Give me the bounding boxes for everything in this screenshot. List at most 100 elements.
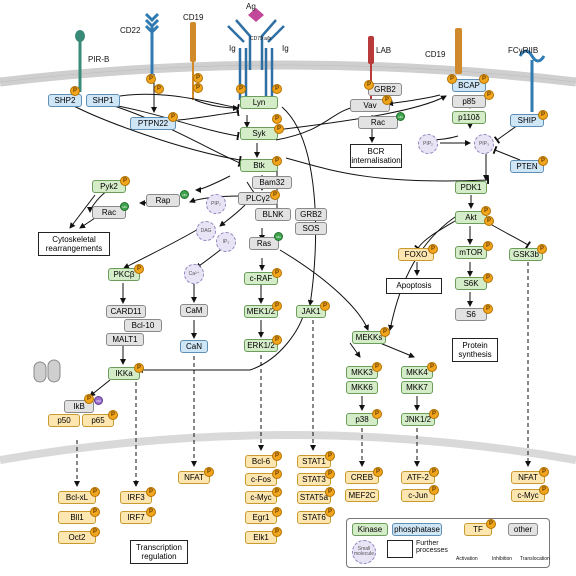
phospho-badge: P [481, 206, 491, 216]
ubiquitin-badge: Ubi [180, 190, 189, 199]
mekk-node: MEKKs [352, 331, 386, 344]
nfat-right-node: NFAT [511, 471, 545, 484]
phospho-badge: P [538, 110, 548, 120]
stat3-node: STAT3 [297, 473, 331, 486]
p50-node: p50 [48, 414, 80, 427]
ubiquitin-badge: Ubi [94, 396, 103, 405]
pip2-left-node: PIP₂ [206, 194, 226, 214]
mkk7-node: MKK7 [401, 381, 433, 394]
phospho-badge: P [146, 487, 156, 497]
atf2-node: ATF-2 [401, 471, 435, 484]
phospho-badge: P [325, 507, 335, 517]
gsk3b-node: GSK3b [509, 248, 543, 261]
ig-left-label: Ig [229, 44, 236, 53]
phospho-badge: P [108, 410, 118, 420]
phospho-badge: P [236, 84, 246, 94]
p38-node: p38 [346, 413, 378, 426]
bcr-internalisation-box: BCR internalisation [350, 144, 402, 168]
ikka-node: IKKa [108, 367, 140, 380]
phospho-badge: P [484, 90, 494, 100]
stat1-node: STAT1 [297, 455, 331, 468]
phospho-badge: P [272, 114, 282, 124]
pdk1-node: PDK1 [455, 181, 487, 194]
bll1-node: Bll1 [58, 511, 96, 524]
ca-node: Ca²⁺ [184, 264, 204, 284]
ubiquitin-badge: Ubi [396, 112, 405, 121]
phospho-badge: P [272, 451, 282, 461]
fcgr2b-receptor [518, 49, 546, 112]
rac-top-node: Rac [358, 116, 398, 129]
transcription-regulation-box: Transcription regulation [130, 540, 188, 564]
phospho-badge: P [272, 527, 282, 537]
stat5a-node: STAT5a [297, 491, 331, 504]
stat6-node: STAT6 [297, 511, 331, 524]
elk1-node: Elk1 [245, 531, 277, 544]
pir-b-label: PIR-B [88, 55, 110, 64]
phospho-badge: P [364, 80, 374, 90]
bcl6-node: Bcl-6 [245, 455, 277, 468]
s6k-node: S6K [455, 277, 487, 290]
can-node: CaN [180, 340, 208, 353]
phospho-badge: P [146, 74, 156, 84]
phospho-badge: P [325, 469, 335, 479]
pkcb-node: PKCβ [108, 268, 140, 281]
sos-node: SOS [295, 222, 327, 235]
phospho-badge: P [134, 363, 144, 373]
pip3-node: PIP₃ [474, 134, 494, 154]
legend-phosphatase: phosphatase [392, 523, 442, 536]
legend-activation: Activation [456, 556, 478, 562]
rap-node: Rap [146, 194, 180, 207]
pip2-node: PIP₂ [418, 134, 438, 154]
cd22-label: CD22 [120, 26, 141, 35]
vav-node: Vav [350, 99, 390, 112]
pir-b-receptor [75, 30, 85, 92]
cd22-receptor [144, 12, 160, 74]
phospho-badge: P [168, 112, 178, 122]
rac-left-node: Rac [92, 206, 126, 219]
foxo-node: FOXO [398, 248, 434, 261]
irf7-node: IRF7 [120, 511, 152, 524]
cfos-node: c-Fos [245, 473, 277, 486]
p65-node: p65 [82, 414, 114, 427]
phospho-badge: P [486, 519, 496, 529]
mef2c-node: MEF2C [345, 489, 379, 502]
egr1-node: Egr1 [245, 511, 277, 524]
mkk6-node: MKK6 [346, 381, 378, 394]
lyn-node: Lyn [240, 96, 278, 109]
phospho-badge: P [193, 83, 203, 93]
phospho-badge: P [90, 507, 100, 517]
ship-node: SHIP [510, 114, 544, 127]
phospho-badge: P [272, 84, 282, 94]
phospho-badge: P [429, 485, 439, 495]
phospho-badge: P [537, 244, 547, 254]
phospho-badge: P [483, 241, 493, 251]
phospho-badge: P [120, 176, 130, 186]
proteasome-shape [33, 359, 61, 383]
erk-node: ERK1/2 [244, 339, 278, 352]
legend-further-processes-box [387, 540, 413, 558]
phospho-badge: P [70, 86, 80, 96]
mkk4-node: MKK4 [401, 366, 433, 379]
phospho-badge: P [272, 301, 282, 311]
ptpn22-node: PTPN22 [130, 117, 176, 130]
irf3-node: IRF3 [120, 491, 152, 504]
antigen-label: Ag [246, 2, 256, 11]
cd19-right-label: CD19 [425, 50, 446, 59]
phospho-badge: P [84, 394, 94, 404]
ras-node: Ras [249, 237, 279, 250]
grb2-a-node: GRB2 [295, 208, 327, 221]
syk-node: Syk [240, 127, 278, 140]
phospho-badge: P [274, 124, 284, 134]
legend-other: other [508, 523, 538, 536]
phospho-badge: P [372, 362, 382, 372]
phospho-badge: P [272, 507, 282, 517]
antigen [248, 8, 264, 22]
pten-node: PTEN [510, 160, 544, 173]
dag-node: DAG [196, 221, 216, 241]
phospho-badge: P [484, 216, 494, 226]
cd79-label: CD79 a/b [250, 36, 272, 42]
nuclear-envelope [0, 431, 576, 464]
shp2-node: SHP2 [48, 94, 82, 107]
